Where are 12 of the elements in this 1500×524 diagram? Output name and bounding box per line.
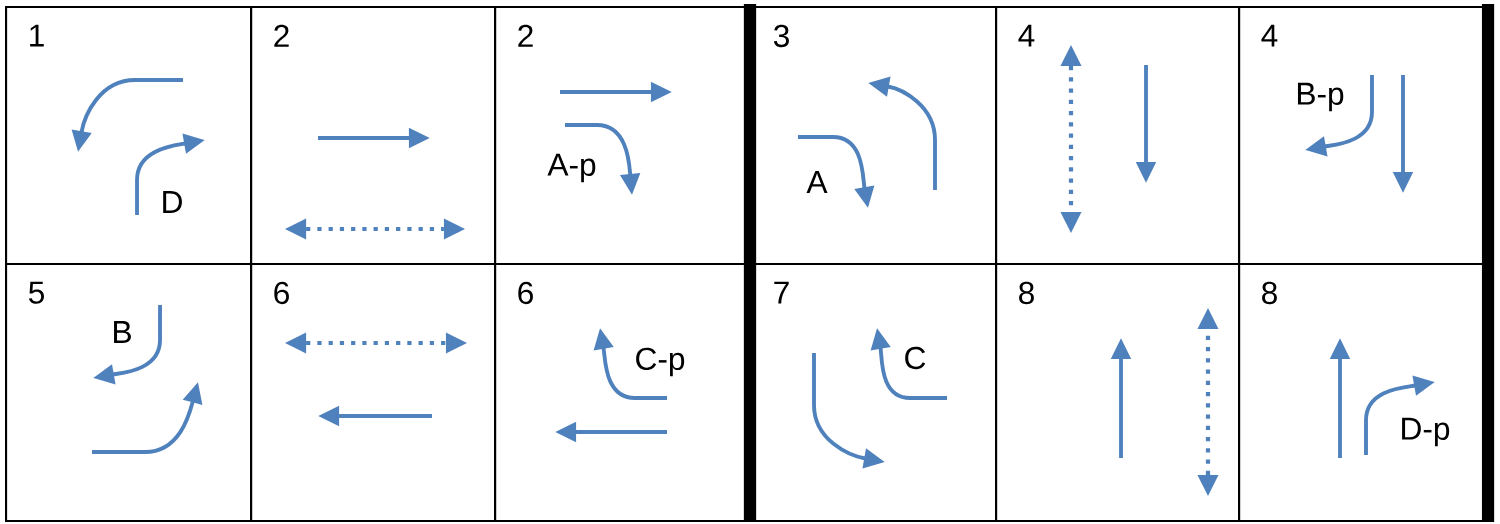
phase-cell: 1 D — [5, 6, 253, 266]
phase-cell: 6 — [250, 263, 497, 523]
phase-cell: 4 — [995, 6, 1241, 266]
phase-cell: 8 — [995, 263, 1241, 523]
phase-cell: 6 C-p — [494, 263, 753, 523]
phase-cell: 2 — [250, 6, 497, 266]
phase-cell: 8 D-p — [1238, 263, 1489, 523]
phase-cell: 7 C — [750, 263, 998, 523]
phase-cell: 3 A — [750, 6, 998, 266]
phase-cell: 2 A-p — [494, 6, 753, 266]
phase-cell: 4 B-p — [1238, 6, 1489, 266]
phase-cell: 5 B — [5, 263, 253, 523]
